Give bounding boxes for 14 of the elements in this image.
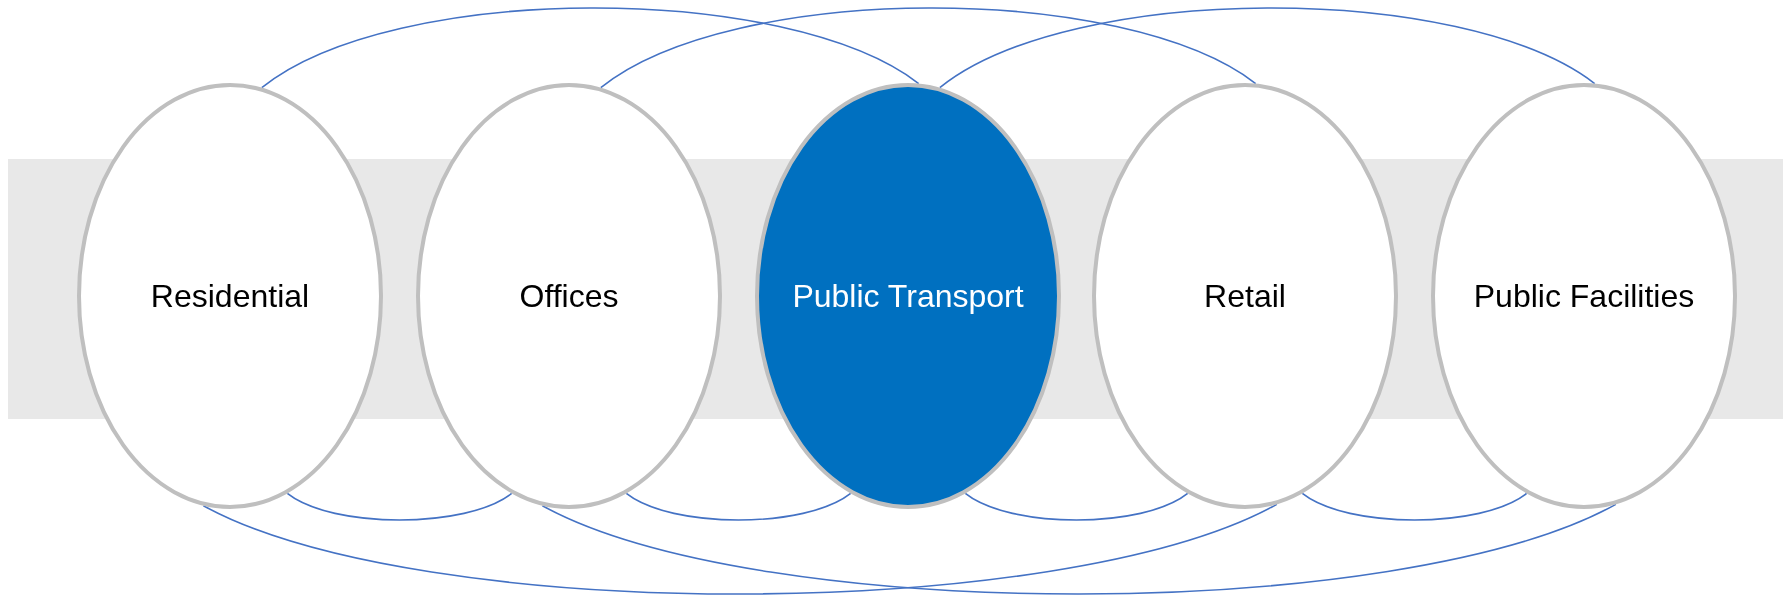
connector-arc [600,7,1257,89]
node-label: Public Facilities [1473,277,1695,315]
connector-arc [625,492,852,521]
node-label: Offices [519,277,619,315]
connector-arc [1301,492,1528,521]
connector-arc [541,503,1617,595]
node-label: Retail [1204,277,1286,315]
connector-arc [286,492,513,521]
connector-arc [261,7,920,89]
node-label: Public Transport [792,277,1024,315]
connector-arc [964,492,1189,521]
connector-arc [939,7,1596,89]
connector-arc [202,503,1278,595]
node-label: Residential [150,277,310,315]
